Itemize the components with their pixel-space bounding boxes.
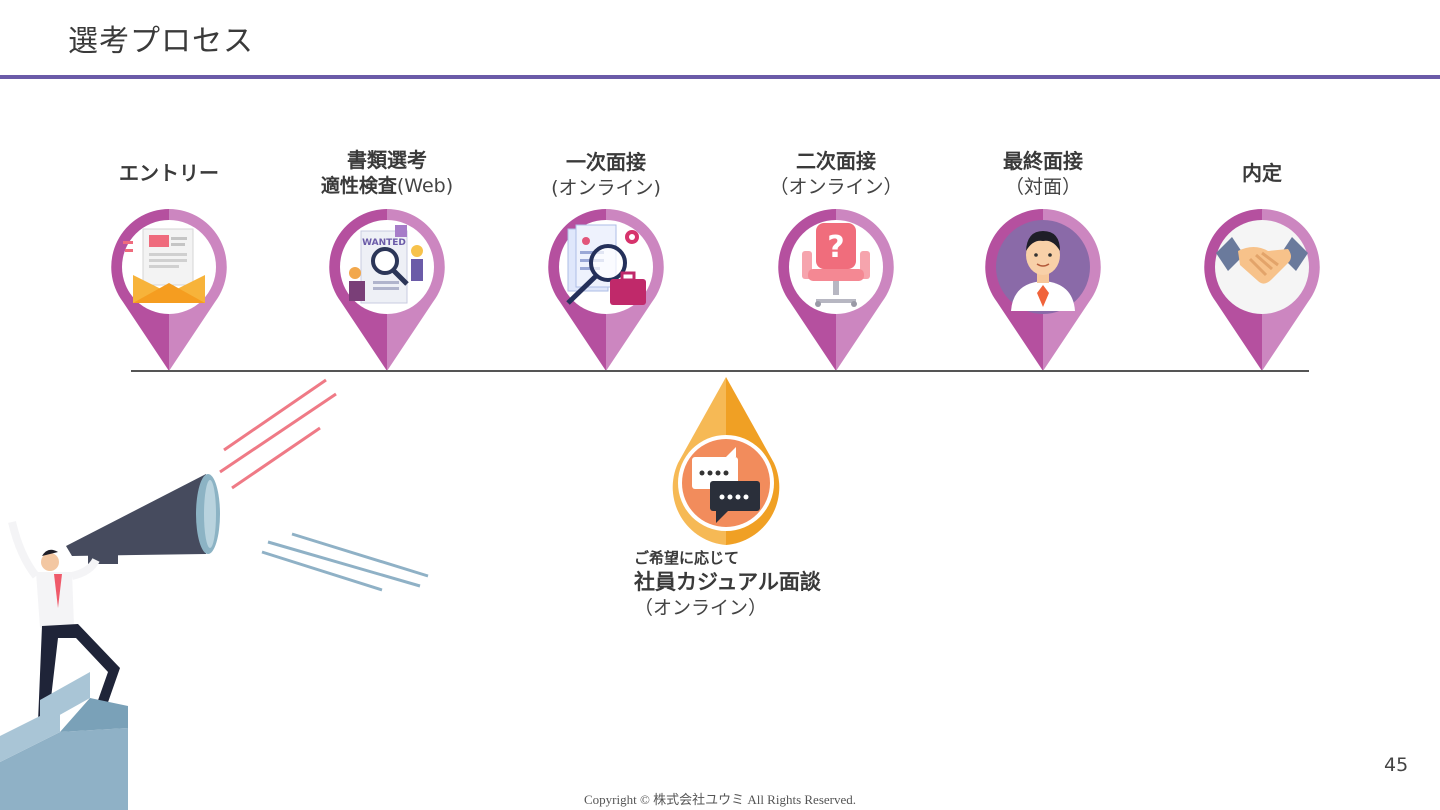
stairs-illustration	[0, 672, 128, 810]
pin-offer	[1204, 209, 1320, 371]
wanted-search-icon: WANTED	[349, 225, 423, 304]
casual-subtitle: （オンライン）	[634, 597, 768, 619]
slide-title: 選考プロセス	[68, 24, 254, 59]
step-label-first-interview: 一次面接 (オンライン)	[496, 149, 716, 201]
step-label-final-interview: 最終面接 （対面）	[933, 148, 1153, 200]
step-title: 二次面接	[796, 149, 876, 173]
timeline-line	[131, 370, 1309, 372]
step-title: 最終面接	[1003, 149, 1083, 173]
step-label-second-interview: 二次面接 （オンライン）	[726, 148, 946, 200]
pin-entry	[111, 209, 227, 371]
megaphone-illustration	[0, 378, 429, 810]
step-subtitle: (オンライン)	[551, 177, 661, 199]
casual-title: 社員カジュアル面談	[634, 570, 821, 594]
pin-second-interview: ?	[778, 209, 894, 371]
pin-final-interview	[985, 209, 1101, 371]
step-title: 書類選考	[347, 148, 427, 172]
chat-bubbles-icon	[692, 447, 760, 523]
copyright-footer: Copyright © 株式会社ユウミ All Rights Reserved.	[583, 792, 857, 807]
envelope-resume-icon	[123, 228, 205, 303]
step-subtitle: （オンライン）	[769, 176, 903, 198]
step-title: 内定	[1242, 161, 1282, 185]
sound-lines-red	[219, 378, 337, 490]
pin-casual-interview	[672, 377, 780, 545]
casual-interview-label: ご希望に応じて 社員カジュアル面談 （オンライン）	[634, 547, 821, 621]
step-title: エントリー	[119, 161, 219, 185]
megaphone-icon	[66, 474, 220, 564]
question-chair-icon: ?	[802, 223, 870, 307]
sound-lines-blue	[261, 532, 429, 592]
step-subtitle: 適性検査(Web)	[320, 175, 454, 197]
step-title: 一次面接	[566, 150, 646, 174]
svg-text:?: ?	[827, 230, 844, 265]
pin-first-interview	[548, 209, 664, 371]
step-label-offer: 内定	[1152, 160, 1372, 186]
businessman-icon	[1011, 231, 1075, 311]
step-label-document-screening: 書類選考 適性検査(Web)	[277, 147, 497, 199]
svg-text:WANTED: WANTED	[362, 238, 406, 248]
step-subtitle: （対面）	[1004, 176, 1081, 198]
title-divider	[0, 75, 1440, 79]
handshake-icon	[1216, 237, 1308, 284]
magnifier-document-icon	[566, 224, 646, 305]
pin-document-screening: WANTED	[329, 209, 445, 371]
casual-note: ご希望に応じて	[634, 549, 740, 567]
page-number: 45	[1384, 754, 1409, 776]
step-label-entry: エントリー	[59, 160, 279, 186]
